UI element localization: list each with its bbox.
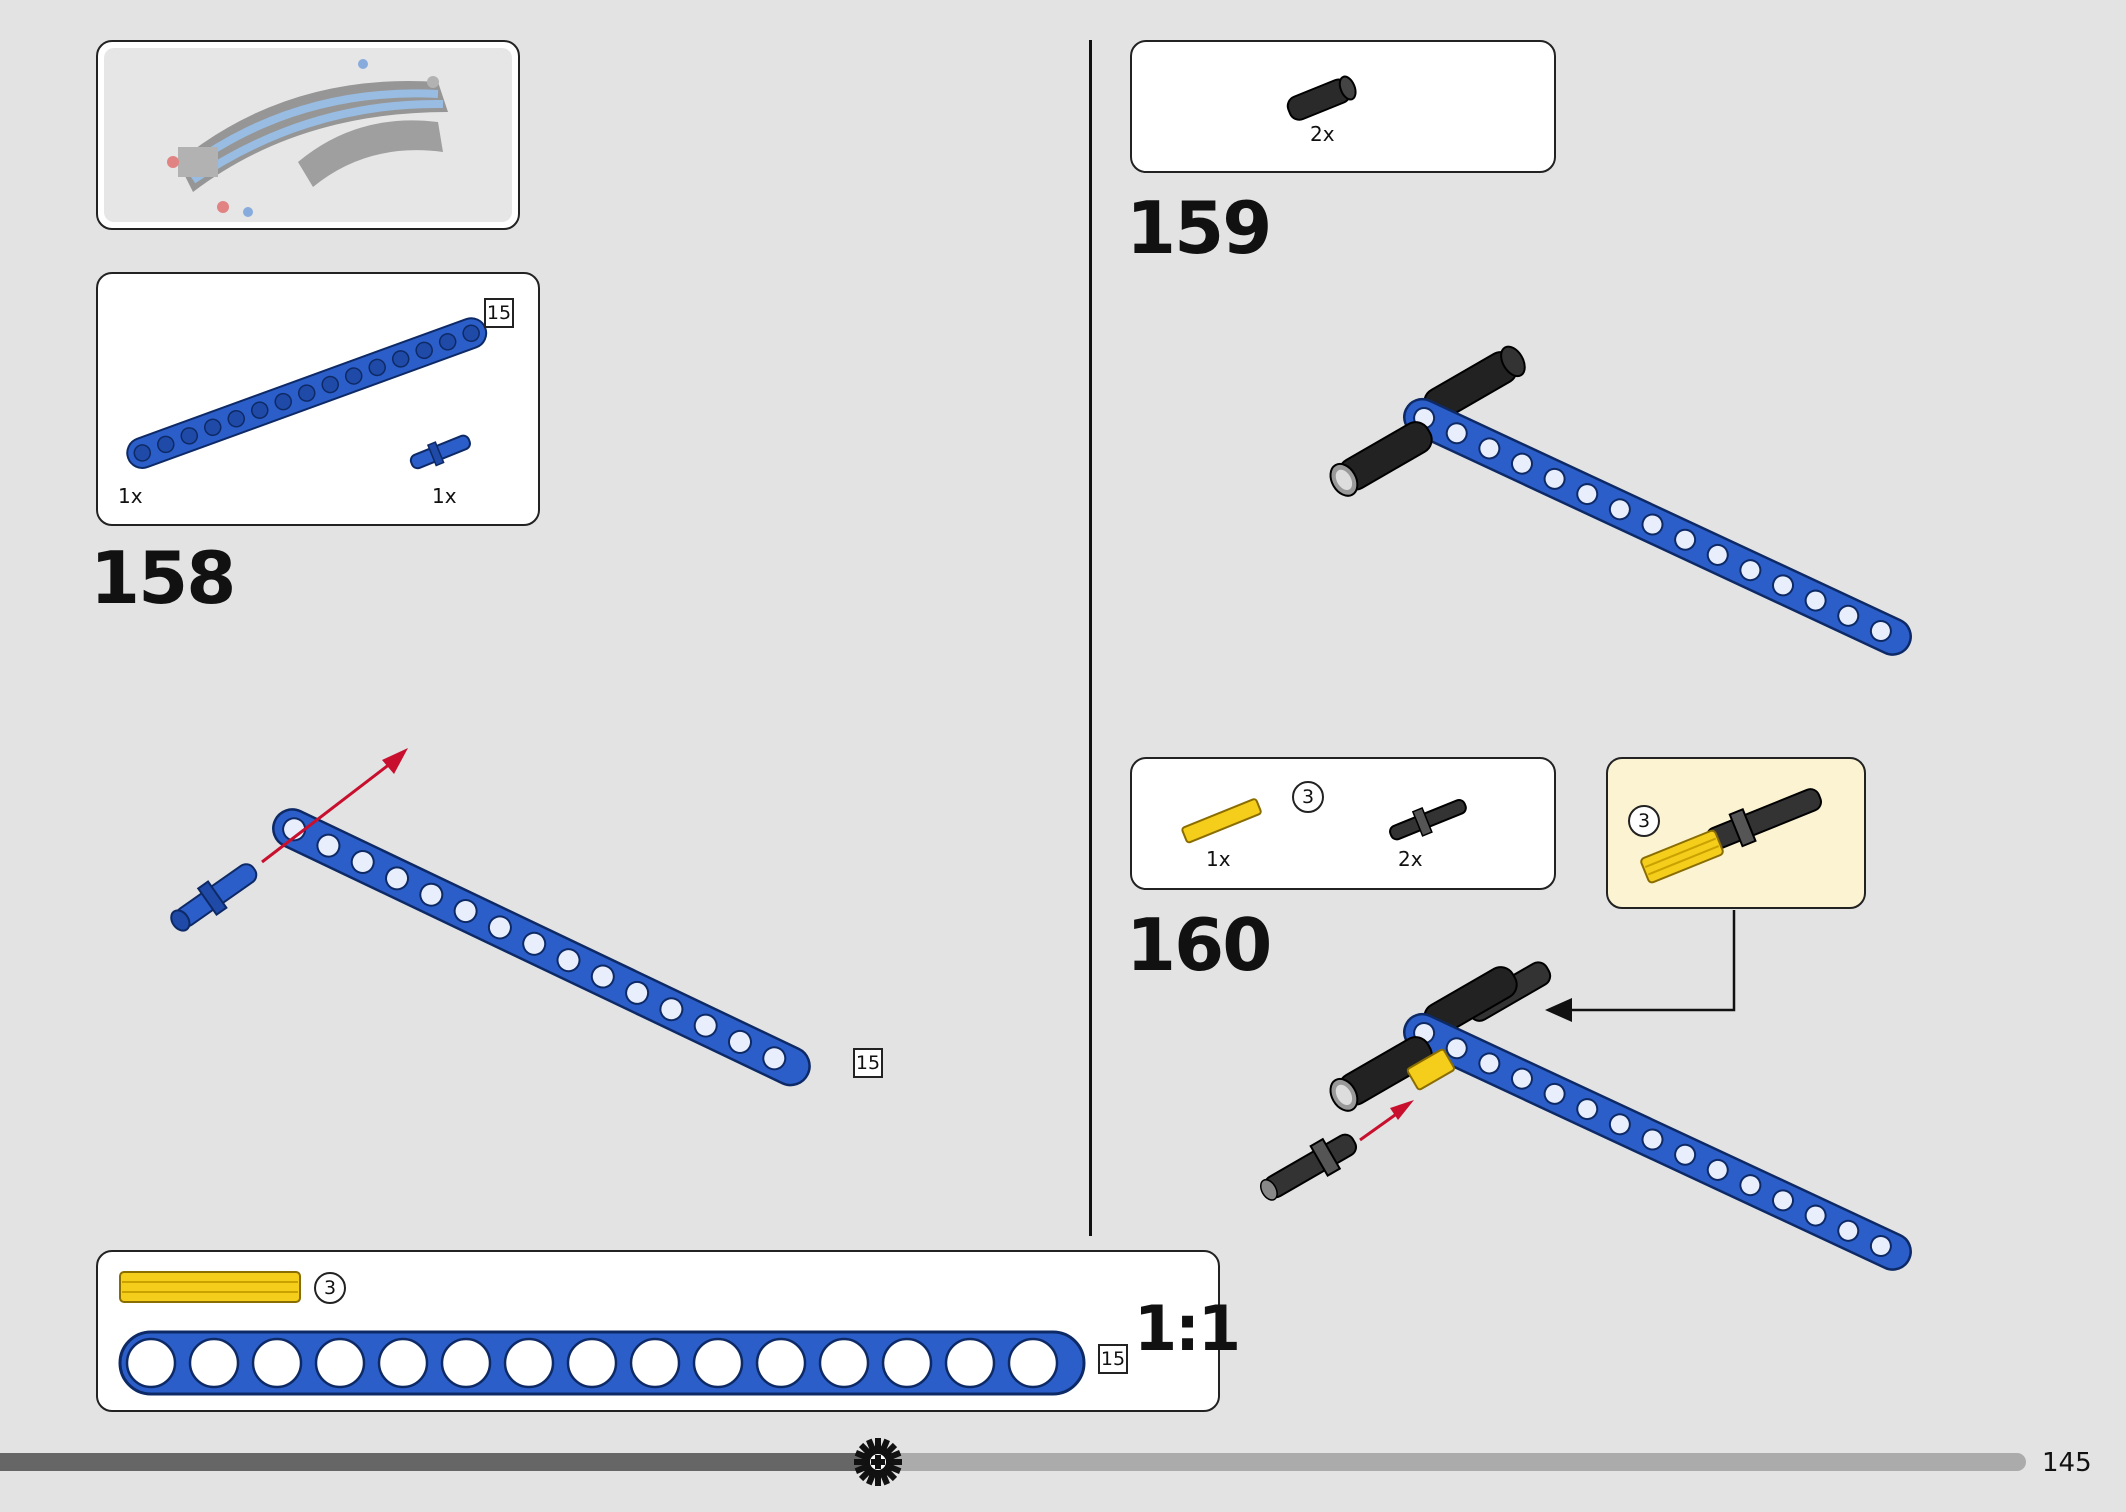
- beam-ruler: [118, 1330, 1086, 1396]
- parts-list-158: 15 1x 1x: [96, 272, 540, 526]
- beam-quantity: 1x: [118, 484, 143, 508]
- page-number: 145: [2042, 1448, 2092, 1478]
- submodel-preview: [96, 40, 520, 230]
- callout-axle-length-badge: 3: [1628, 805, 1660, 837]
- yellow-axle-part-icon: [1181, 798, 1262, 844]
- scale-label: 1:1: [1134, 1292, 1241, 1365]
- parts-list-160: 3 1x 2x: [1130, 757, 1556, 890]
- axle-length-badge: 3: [1292, 781, 1324, 813]
- step-number-160: 160: [1126, 903, 1272, 987]
- beam-length-badge: 15: [484, 298, 514, 328]
- yellow-axle-ruler: [119, 1271, 301, 1303]
- model-beam-length-badge: 15: [853, 1048, 883, 1078]
- beam-ruler-length-badge: 15: [1098, 1344, 1128, 1374]
- scale-ruler-box: 3 15 1:1: [96, 1250, 1241, 1412]
- axle-in-pin-subassembly: [1640, 788, 1822, 884]
- column-divider: [1089, 40, 1092, 1236]
- blue-pin-part-icon: [409, 434, 471, 470]
- pin-quantity: 2x: [1398, 847, 1423, 871]
- pin-quantity: 2x: [1310, 122, 1335, 146]
- subassembly-callout: 3: [1606, 757, 1866, 909]
- gear-progress-marker-icon: [854, 1438, 902, 1486]
- black-axle-pin-part-icon: [1389, 799, 1467, 841]
- step-number-158: 158: [90, 536, 236, 620]
- progress-fill: [0, 1453, 878, 1471]
- step-number-159: 159: [1126, 186, 1272, 270]
- parts-list-159: 2x: [1130, 40, 1556, 173]
- submodel-preview-image: [167, 59, 448, 217]
- axle-length-badge: 3: [314, 1272, 346, 1304]
- pin-quantity: 1x: [432, 484, 457, 508]
- beam-15-part-icon: [126, 317, 488, 469]
- axle-quantity: 1x: [1206, 847, 1231, 871]
- black-pin-part-icon: [1286, 75, 1357, 121]
